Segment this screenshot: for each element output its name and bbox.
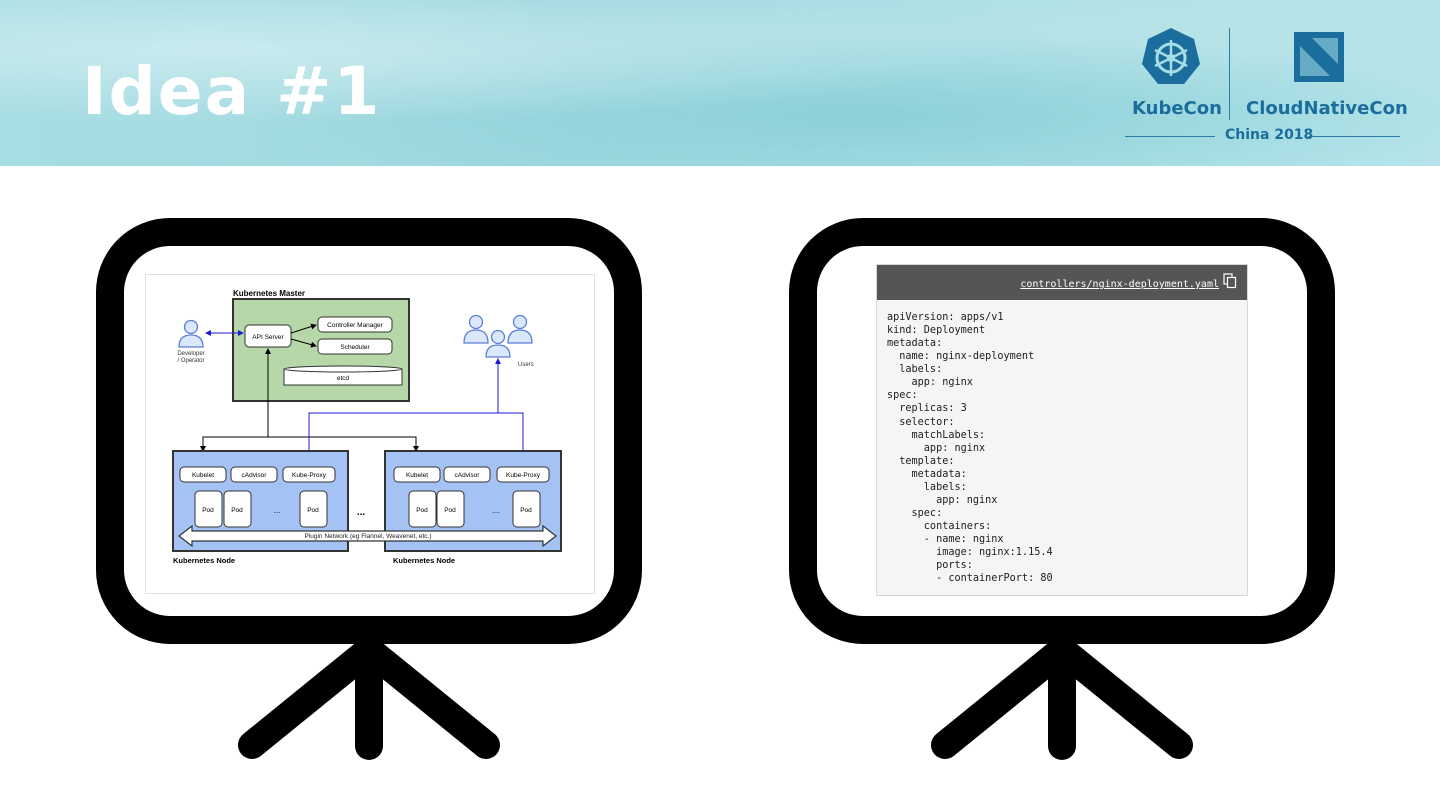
yaml-code-panel: controllers/nginx-deployment.yaml apiVer… (876, 264, 1248, 596)
code-line: template: (887, 455, 1053, 468)
code-header: controllers/nginx-deployment.yaml (877, 265, 1247, 300)
controller-manager-label: Controller Manager (327, 322, 383, 329)
pod-label-2c: Pod (520, 507, 532, 514)
node-label-1: Kubernetes Node (173, 556, 235, 565)
code-line: labels: (887, 363, 1053, 376)
pod-ellipsis-1: ... (274, 506, 281, 515)
code-line: selector: (887, 416, 1053, 429)
pod-label-1c: Pod (307, 507, 319, 514)
developer-label: Developer (177, 351, 204, 357)
code-line: containers: (887, 520, 1053, 533)
nodes-ellipsis: ... (357, 507, 366, 518)
kubelet-label-2: Kubelet (406, 472, 428, 479)
code-line: matchLabels: (887, 429, 1053, 442)
code-line: apiVersion: apps/v1 (887, 311, 1053, 324)
kube-proxy-label-2: Kube-Proxy (506, 472, 541, 479)
node-label-2: Kubernetes Node (393, 556, 455, 565)
developer-icon (179, 321, 203, 348)
api-server-label: API Server (252, 334, 284, 341)
users-label: Users (518, 362, 534, 368)
master-label: Kubernetes Master (233, 289, 305, 298)
operator-label: / Operator (177, 358, 204, 364)
code-line: kind: Deployment (887, 324, 1053, 337)
pod-label-2a: Pod (416, 507, 428, 514)
code-line: - name: nginx (887, 533, 1053, 546)
kubernetes-architecture-diagram: Kubernetes Master API Server Controller … (145, 274, 595, 594)
code-line: metadata: (887, 337, 1053, 350)
code-line: labels: (887, 481, 1053, 494)
plugin-network-label: Plugin Network (eg Flannel, Weavenet, et… (304, 533, 431, 540)
code-block: apiVersion: apps/v1 kind: Deployment met… (887, 311, 1053, 585)
code-line: replicas: 3 (887, 402, 1053, 415)
code-line: spec: (887, 507, 1053, 520)
code-line: ports: (887, 559, 1053, 572)
pod-label-2b: Pod (444, 507, 456, 514)
code-filename-link[interactable]: controllers/nginx-deployment.yaml (1020, 279, 1219, 290)
code-line: app: nginx (887, 442, 1053, 455)
pod-label-1b: Pod (231, 507, 243, 514)
pod-ellipsis-2: ... (493, 506, 500, 515)
cadvisor-label-2: cAdvisor (455, 472, 481, 479)
code-line: metadata: (887, 468, 1053, 481)
code-line: name: nginx-deployment (887, 350, 1053, 363)
etcd-label: etcd (337, 375, 350, 382)
code-line: app: nginx (887, 376, 1053, 389)
code-line: image: nginx:1.15.4 (887, 546, 1053, 559)
copy-icon[interactable] (1223, 273, 1237, 289)
users-icon (464, 316, 532, 358)
kubelet-label-1: Kubelet (192, 472, 214, 479)
code-line: app: nginx (887, 494, 1053, 507)
kube-proxy-label-1: Kube-Proxy (292, 472, 327, 479)
scheduler-label: Scheduler (340, 344, 370, 351)
cadvisor-label-1: cAdvisor (242, 472, 268, 479)
code-line: spec: (887, 389, 1053, 402)
code-line: - containerPort: 80 (887, 572, 1053, 585)
pod-label-1a: Pod (202, 507, 214, 514)
